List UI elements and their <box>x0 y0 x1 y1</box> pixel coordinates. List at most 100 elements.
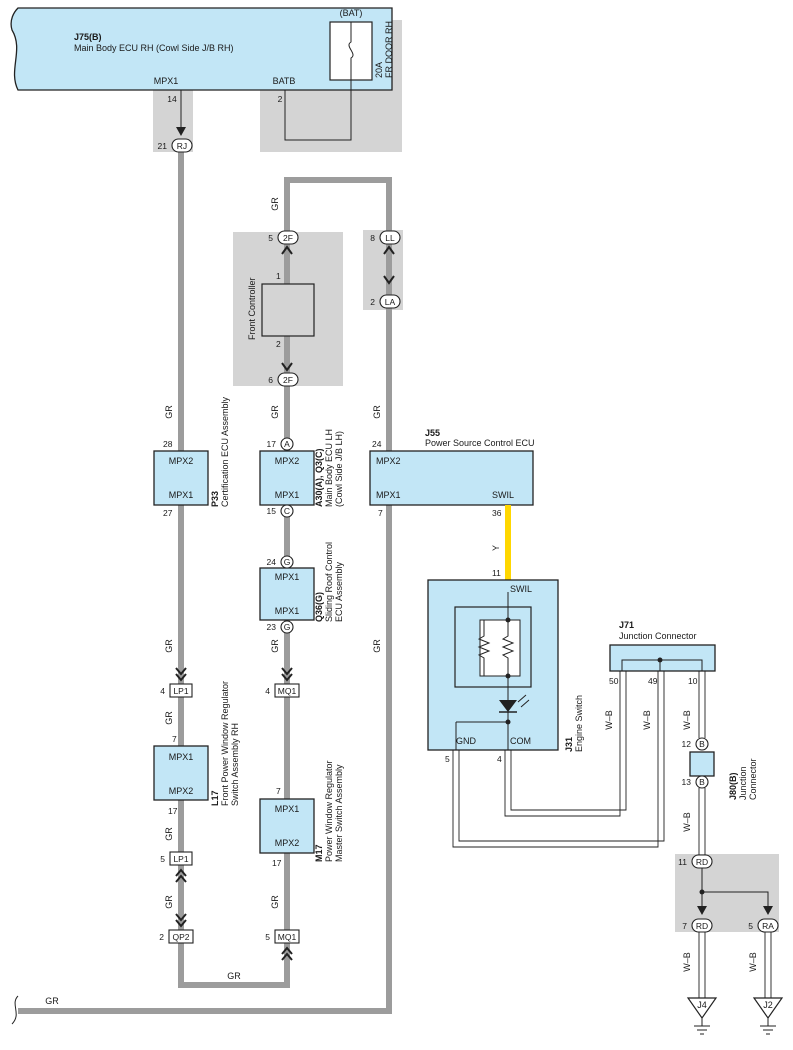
front-controller-box <box>261 283 315 337</box>
conn-mq1a-chevron <box>281 667 293 682</box>
a30-code: A30(A), Q3(C) <box>314 448 324 507</box>
fuse-rating: 20A <box>374 62 384 78</box>
l17-pin17: 17 <box>168 806 178 816</box>
conn-ra-pin: 5 <box>748 921 753 931</box>
conn-a-label: A <box>284 439 290 449</box>
conn-mq1b-pin: 5 <box>265 932 270 942</box>
a30-mpx1: MPX1 <box>275 490 300 500</box>
l17-name2: Switch Assembly RH <box>230 723 240 806</box>
j31-pin11: 11 <box>492 568 501 578</box>
conn-2f-bot-pin: 6 <box>268 375 273 385</box>
conn-b1-pin: 12 <box>682 739 692 749</box>
gr-label-2: GR <box>164 405 174 419</box>
j31-name: Engine Switch <box>574 695 584 752</box>
wire-wb-gnd <box>452 671 665 848</box>
conn-c <box>280 504 294 518</box>
l17-code: L17 <box>210 790 220 806</box>
conn-rd2 <box>691 918 713 933</box>
front-controller-name: Front Controller <box>247 277 257 340</box>
wire-wb-com <box>504 671 627 817</box>
j80-name2: Connector <box>748 758 758 800</box>
j31-inner-box <box>454 606 532 688</box>
fuse-source: (BAT) <box>340 8 363 18</box>
j75-name: Main Body ECU RH (Cowl Side J/B RH) <box>74 43 234 53</box>
j55-name: Power Source Control ECU <box>425 438 535 448</box>
j75-pin14-arrow <box>176 127 186 136</box>
j80-code: J80(B) <box>728 772 738 800</box>
wire-wb-j80 <box>698 788 706 856</box>
j75-code: J75(B) <box>74 32 102 42</box>
conn-qp2 <box>168 929 194 944</box>
a30-name2: (Cowl Side J/B LH) <box>334 431 344 507</box>
j31-led-icon <box>499 700 517 712</box>
gr-label-8: GR <box>164 711 174 725</box>
j71-node <box>657 657 663 663</box>
conn-2f-top-pin: 5 <box>268 233 273 243</box>
conn-qp2-pin: 2 <box>159 932 164 942</box>
ecu-p33-box <box>153 450 209 506</box>
conn-lp1a-chevron <box>175 667 187 682</box>
conn-mq1b-chevron <box>281 946 293 961</box>
conn-2f-top <box>277 230 299 245</box>
gr-label-5: GR <box>164 639 174 653</box>
j71-pin10: 10 <box>688 676 698 686</box>
j80-box <box>689 751 715 777</box>
conn-rd1-pin: 11 <box>678 857 687 867</box>
conn-mq1a <box>274 683 300 698</box>
conn-lp1b <box>169 851 193 866</box>
conn-b1-label: B <box>699 739 705 749</box>
j55-pin24: 24 <box>372 439 382 449</box>
j71-code: J71 <box>619 620 634 630</box>
ground-j2-bars <box>760 1018 776 1035</box>
conn-2f-top-label: 2F <box>283 233 293 243</box>
conn-g1-label: G <box>284 557 291 567</box>
conn-mq1b-label: MQ1 <box>278 932 297 942</box>
conn-rd1-label: RD <box>696 857 708 867</box>
gr-label-11: GR <box>270 895 280 909</box>
ecu-a30-box <box>259 450 315 506</box>
j71-box <box>609 644 716 672</box>
wb-label-50: W–B <box>604 710 614 730</box>
m17-mpx1: MPX1 <box>275 804 300 814</box>
conn-c-pin: 15 <box>267 506 277 516</box>
conn-lp1a-label: LP1 <box>173 686 188 696</box>
conn-rj-pin: 21 <box>158 141 168 151</box>
conn-rd2-pin: 7 <box>682 921 687 931</box>
q36-name2: ECU Assembly <box>334 561 344 622</box>
wire-gr-middle <box>18 177 392 1014</box>
conn-g2-label: G <box>284 622 291 632</box>
j31-pin5: 5 <box>445 754 450 764</box>
fc-pin1: 1 <box>276 271 281 281</box>
j71-pin49: 49 <box>648 676 658 686</box>
wire-wb-ra <box>764 932 772 1000</box>
j75-pin14: 14 <box>167 94 177 104</box>
wb-label-ra: W–B <box>748 952 758 972</box>
m17-pin17: 17 <box>272 858 282 868</box>
conn-lp1b-pin: 5 <box>160 854 165 864</box>
conn-b1 <box>695 737 709 751</box>
q36-mpx1-top: MPX1 <box>275 572 300 582</box>
gr-label-12: GR <box>227 971 241 981</box>
conn-lp1a-pin: 4 <box>160 686 165 696</box>
ground-j2-label: J2 <box>763 1000 773 1010</box>
l17-mpx1: MPX1 <box>169 752 194 762</box>
conn-mq1b <box>274 929 300 944</box>
j31-swil: SWIL <box>510 584 532 594</box>
ecu-j75-box <box>10 7 393 91</box>
j71-pin50: 50 <box>609 676 619 686</box>
conn-lp1b-label: LP1 <box>173 854 188 864</box>
p33-mpx1: MPX1 <box>169 490 194 500</box>
conn-rd1 <box>691 854 713 869</box>
ground-j4-label: J4 <box>697 1000 707 1010</box>
conn-2f-bot-label: 2F <box>283 375 293 385</box>
conn-ll-pin: 8 <box>370 233 375 243</box>
m17-name2: Master Switch Assembly <box>334 764 344 862</box>
ecu-j55-box <box>369 450 534 506</box>
conn-ra-label: RA <box>762 921 774 931</box>
q36-code: Q36(G) <box>314 592 324 622</box>
fuse-element <box>348 22 354 80</box>
conn-rd2-label: RD <box>696 921 708 931</box>
ground-j4-icon <box>686 997 718 1020</box>
conn-rj-label: RJ <box>177 141 187 151</box>
j55-mpx2: MPX2 <box>376 456 401 466</box>
